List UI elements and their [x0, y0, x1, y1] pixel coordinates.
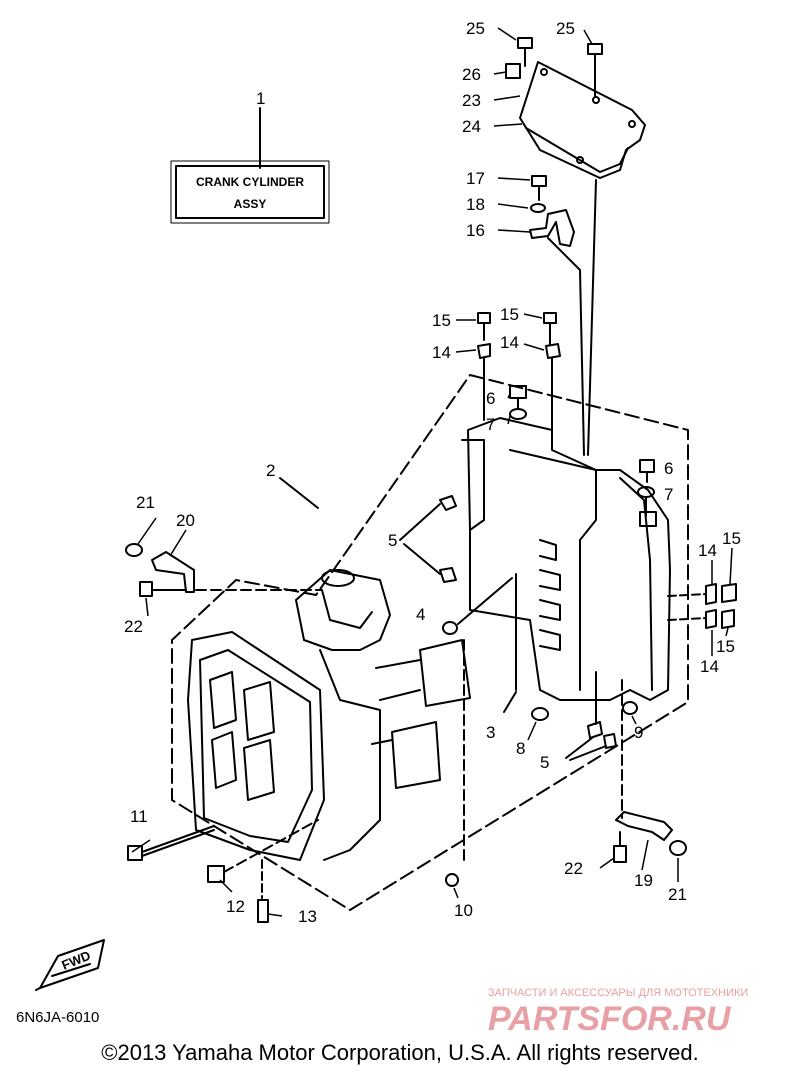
callout-18: 18: [466, 195, 485, 214]
washer-7-top: [509, 408, 527, 420]
bracket-20: [151, 551, 195, 593]
callout-labels: 1 2 3 4 5 5 6 6 7 7 8 9 10 11 12 13 14 1…: [124, 19, 741, 926]
cylinder-sleeve-lower: [391, 721, 441, 789]
callout-1: 1: [256, 89, 265, 108]
bolt-15-top-right: [543, 312, 557, 345]
bolt-25-left: [517, 37, 533, 67]
block-rear-face: [509, 449, 597, 691]
plug-8: [531, 707, 549, 721]
clip-14-top-left: [477, 343, 491, 359]
bolt-15-top-left: [477, 312, 491, 341]
link-rod: [547, 237, 585, 456]
callout-11: 11: [130, 807, 148, 826]
callout-15-right-top: 15: [722, 529, 741, 548]
callout-13: 13: [298, 907, 317, 926]
watermark-tagline: ЗАПЧАСТИ И АКСЕССУАРЫ ДЛЯ МОТОТЕХНИКИ: [488, 987, 748, 999]
plug-21-left: [125, 543, 143, 557]
fwd-arrow-icon: [39, 939, 105, 989]
callout-5-left: 5: [388, 531, 397, 550]
callout-25-left: 25: [466, 19, 485, 38]
callout-7-right: 7: [664, 485, 673, 504]
bolt-25-right: [587, 43, 603, 97]
callout-4: 4: [416, 605, 425, 624]
diagram-code: 6N6JA-6010: [16, 1009, 99, 1026]
callout-22-right: 22: [564, 859, 583, 878]
callout-20: 20: [176, 511, 195, 530]
cylinder-sleeve-upper: [419, 639, 471, 707]
callout-15-top-left: 15: [432, 311, 451, 330]
watermark-brand: PARTSFOR.RU: [488, 1000, 732, 1038]
assembly-box-line1: CRANK CYLINDER: [196, 175, 304, 189]
crankcase-windows: [209, 671, 275, 801]
callout-24: 24: [462, 117, 481, 136]
bolt-11: [127, 825, 215, 861]
callout-21-left: 21: [136, 493, 155, 512]
bolt-22-left: [139, 581, 187, 597]
washer-18: [530, 203, 546, 213]
cylinder-block: [467, 417, 671, 701]
callout-21-right: 21: [668, 885, 687, 904]
callout-14-right-bottom: 14: [700, 657, 719, 676]
crankshaft-housing: [295, 569, 391, 651]
assembly-box-line2: ASSY: [234, 197, 267, 211]
callout-12: 12: [226, 897, 245, 916]
valve-cover-24: [519, 61, 646, 179]
callout-leaders: [131, 27, 733, 917]
bracket-16: [529, 209, 575, 247]
bolt-15-right-b: [721, 609, 735, 629]
callout-14-right-top: 14: [698, 541, 717, 560]
callout-15-top-right: 15: [500, 305, 519, 324]
fitting-5-upper: [439, 495, 457, 511]
callout-10: 10: [454, 901, 473, 920]
bolt-15-right-a: [721, 583, 737, 603]
callout-14-top-right: 14: [500, 333, 519, 352]
callout-7-top: 7: [486, 415, 495, 434]
callout-9: 9: [634, 723, 643, 742]
callout-25-right: 25: [556, 19, 575, 38]
callout-16: 16: [466, 221, 485, 240]
clip-14-right-b: [705, 609, 717, 629]
fitting-5-right-a: [587, 721, 603, 739]
bolt-12: [207, 819, 319, 883]
fitting-26: [505, 63, 521, 79]
callout-19: 19: [634, 871, 653, 890]
bolt-6-right: [639, 459, 655, 483]
callout-22-left: 22: [124, 617, 143, 636]
boss-right: [639, 511, 657, 527]
block-fins: [539, 539, 561, 651]
bracket-19: [615, 811, 673, 841]
plug-21-right: [669, 840, 687, 856]
crankcase: [187, 631, 325, 861]
fitting-5-right-b: [603, 733, 617, 749]
plug-10: [445, 873, 459, 887]
valve-cover-gasket-lip: [525, 127, 629, 173]
callout-23: 23: [462, 91, 481, 110]
callout-26: 26: [462, 65, 481, 84]
bolt-17: [531, 175, 547, 201]
clip-14-top-right: [545, 343, 561, 359]
callout-15-right-bottom: 15: [716, 637, 735, 656]
callout-2: 2: [266, 461, 275, 480]
callout-8: 8: [516, 739, 525, 758]
clip-14-right-a: [705, 583, 717, 605]
bolt-22-right: [613, 831, 627, 863]
fitting-5-lower: [439, 567, 457, 583]
callout-5-right: 5: [540, 753, 549, 772]
plug-9: [622, 701, 638, 715]
dowel-13: [257, 899, 269, 923]
plug-4: [442, 621, 458, 635]
bolt-6-top: [509, 385, 527, 409]
exploded-parts-diagram: 1 2 3 4 5 5 6 6 7 7 8 9 10 11 12 13 14 1…: [16, 19, 748, 1038]
copyright-notice: ©2013 Yamaha Motor Corporation, U.S.A. A…: [101, 1040, 699, 1065]
callout-6-top: 6: [486, 389, 495, 408]
pipe-to-cover: [587, 179, 597, 456]
callout-14-top-left: 14: [432, 343, 451, 362]
callout-17: 17: [466, 169, 485, 188]
callout-3: 3: [486, 723, 495, 742]
callout-6-right: 6: [664, 459, 673, 478]
assembly-box: [175, 165, 325, 219]
